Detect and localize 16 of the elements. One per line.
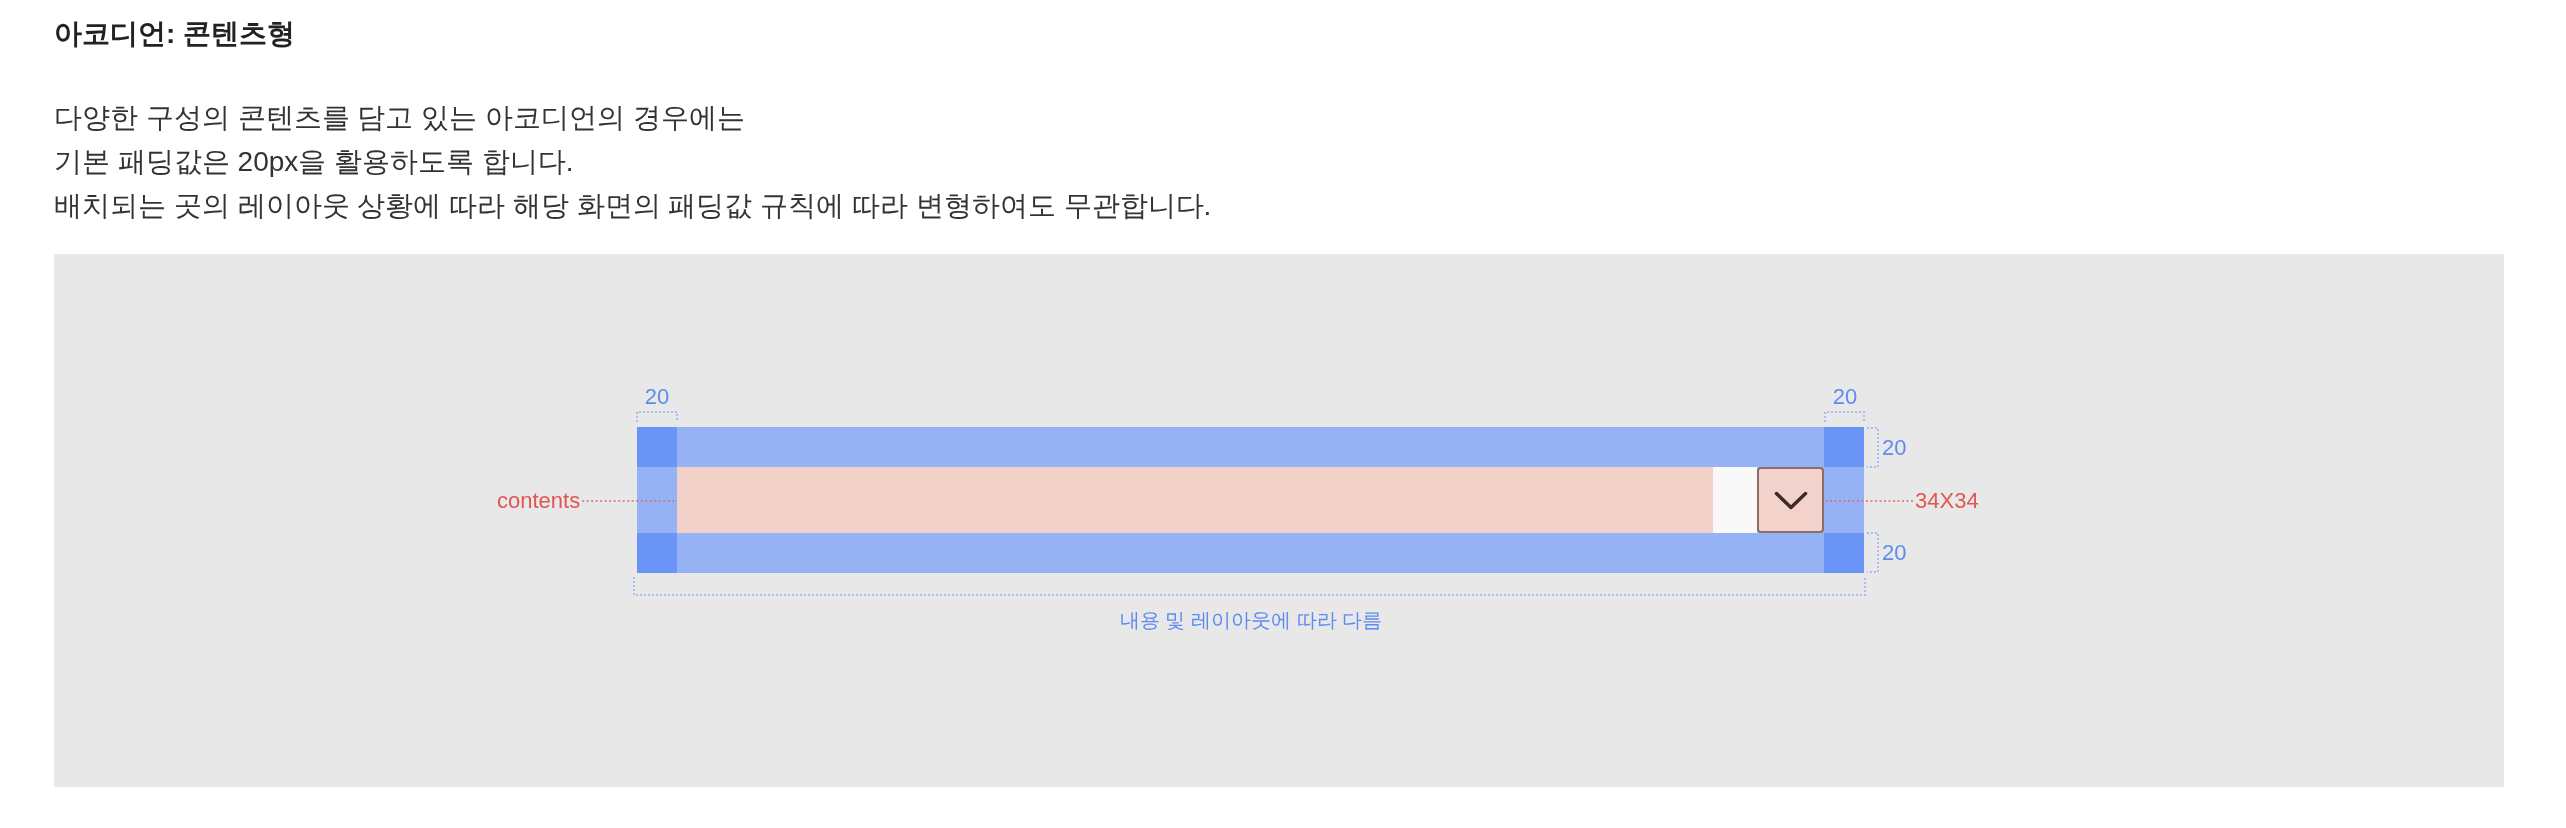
dimension-label: 20 bbox=[1882, 539, 1907, 567]
description-text: 다양한 구성의 콘텐츠를 담고 있는 아코디언의 경우에는 bbox=[54, 101, 745, 135]
content-area bbox=[677, 467, 1713, 533]
dimension-label: 20 bbox=[1882, 434, 1907, 462]
dimension-label: 내용 및 레이아웃에 따라 다름 bbox=[1119, 608, 1383, 632]
description-text: 배치되는 곳의 레이아웃 상황에 따라 해당 화면의 패딩값 규칙에 따라 변형하여도 무관합니다. bbox=[54, 189, 1212, 223]
padding-frame bbox=[637, 427, 1864, 573]
blank-area bbox=[1713, 467, 1757, 533]
title: 아코디언: 콘텐츠형 bbox=[54, 17, 296, 51]
toggle-button bbox=[1757, 467, 1824, 533]
callout-label: 34X34 bbox=[1915, 487, 1979, 515]
dimension-label: 20 bbox=[1832, 383, 1858, 411]
description-text: 기본 패딩값은 20px을 활용하도록 합니다. bbox=[54, 145, 574, 179]
leader-line bbox=[1823, 500, 1914, 502]
callout-label: contents bbox=[497, 487, 581, 515]
dimension-label: 20 bbox=[644, 383, 670, 411]
